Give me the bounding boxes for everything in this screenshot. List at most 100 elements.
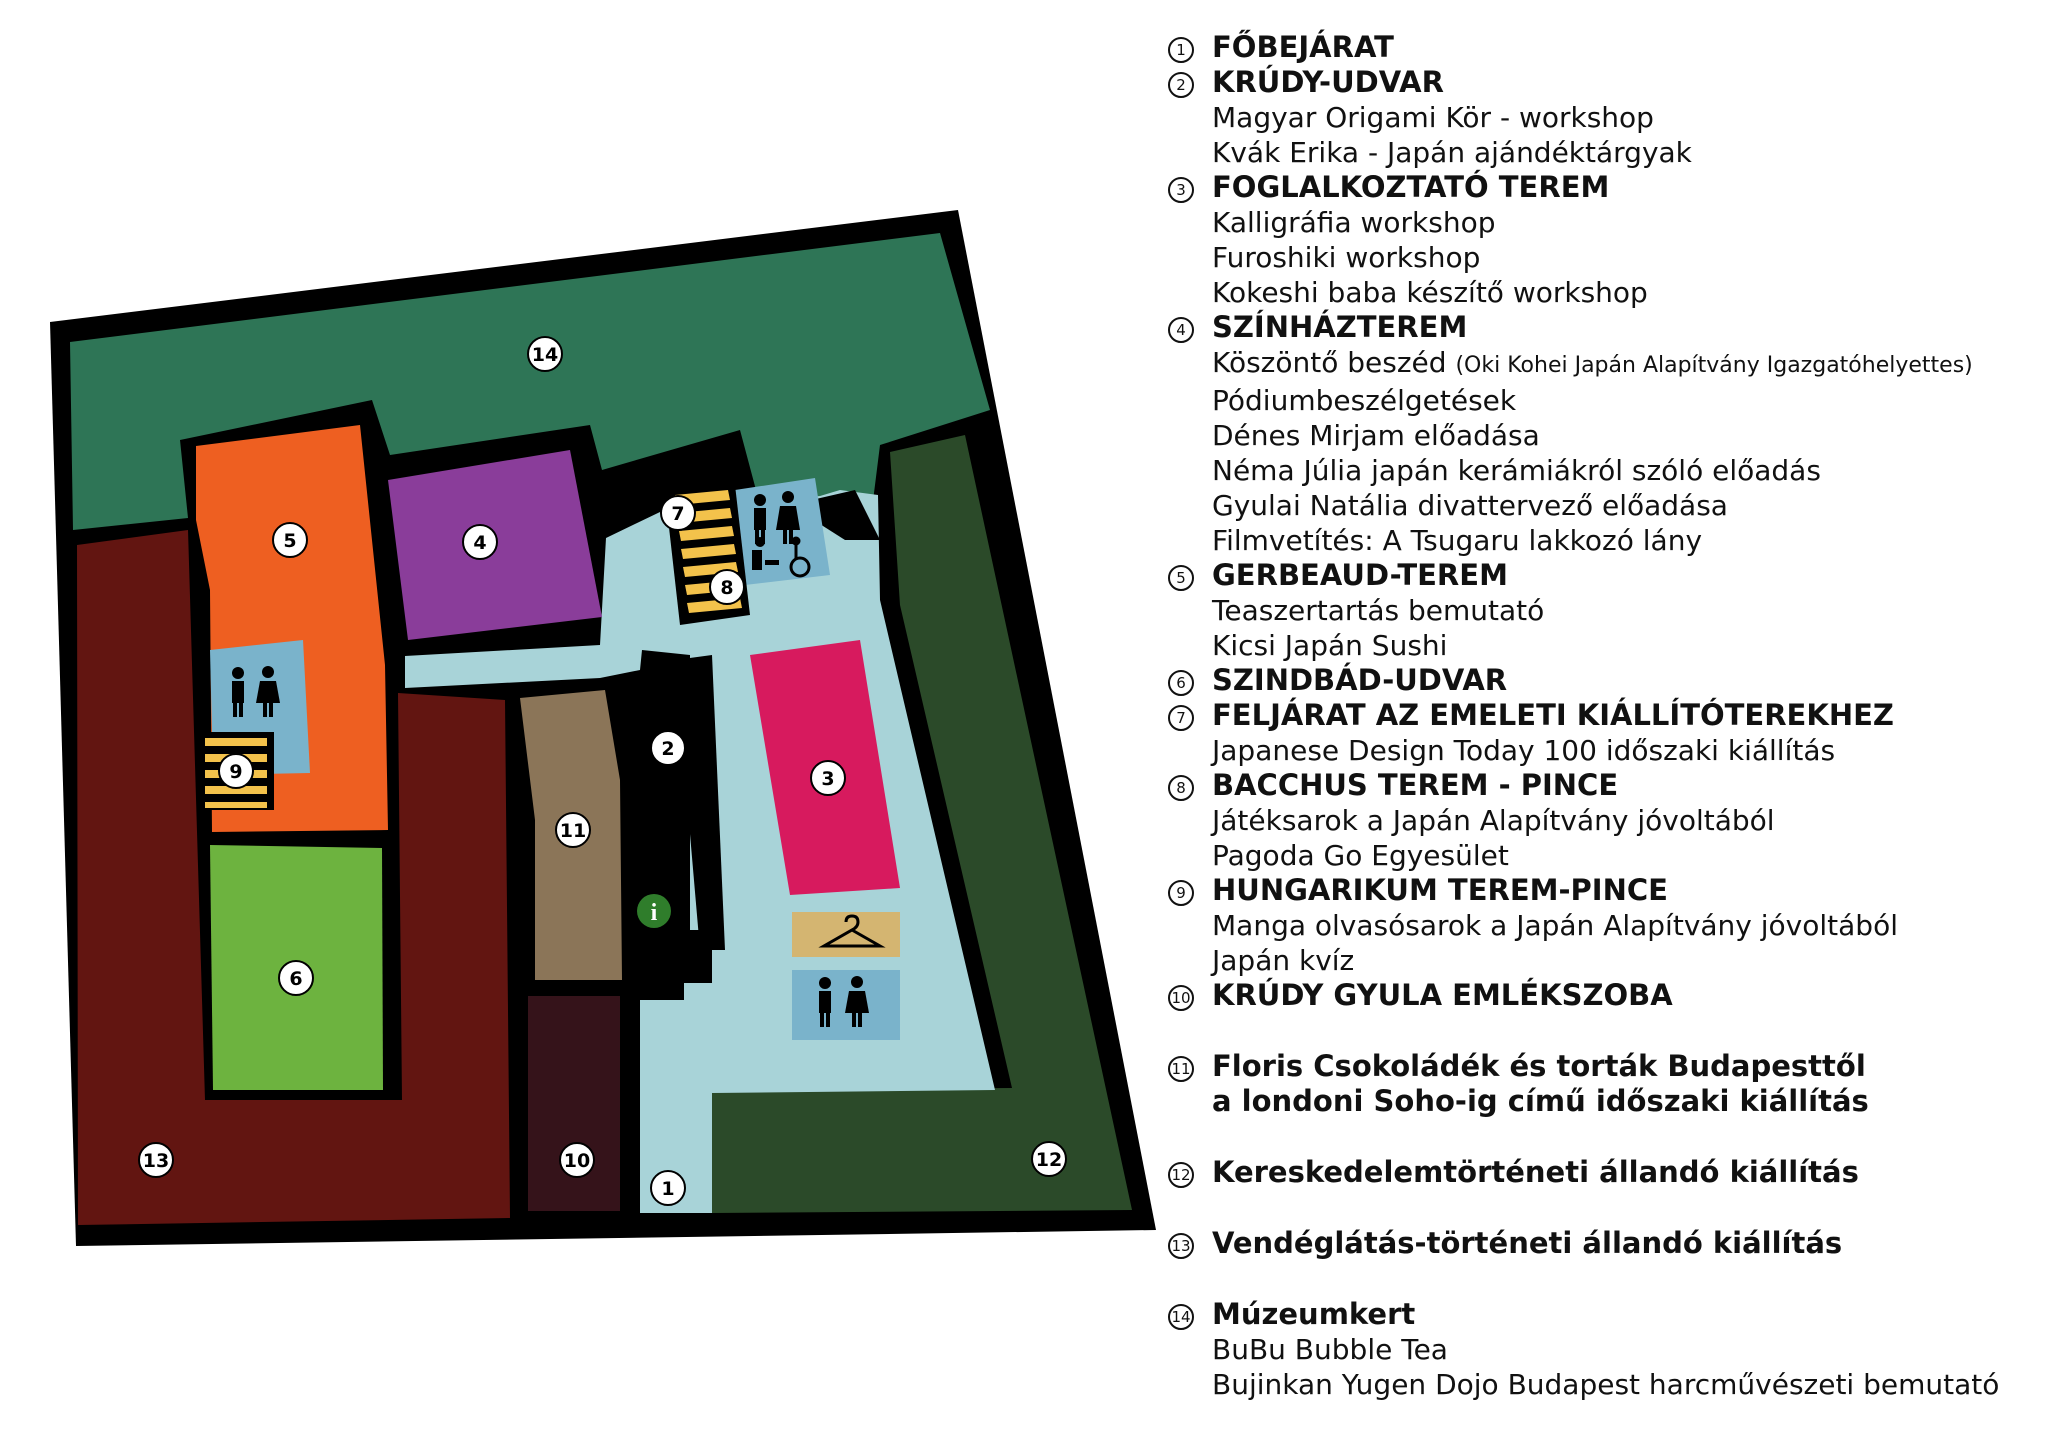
museum-floor-map: i 1 2 3 4 (50, 210, 1156, 1246)
restroom-upper[interactable] (735, 478, 830, 585)
label-9: 9 (218, 753, 254, 789)
legend-line: Pódiumbeszélgetések (1212, 384, 1517, 417)
area-12-commerce-exhibition[interactable] (712, 435, 1132, 1213)
legend-entry-10: 10 KRÚDY GYULA EMLÉKSZOBA (1168, 978, 2038, 1013)
legend-line: Japán kvíz (1212, 944, 1355, 977)
label-8: 8 (709, 569, 745, 605)
info-icon[interactable] (637, 894, 671, 928)
legend-line: Köszöntő beszéd (Oki Kohei Japán Alapítv… (1212, 345, 2038, 383)
legend-line-text: Köszöntő beszéd (1212, 346, 1447, 379)
legend-entry-6: 6 SZINDBÁD-UDVAR (1168, 663, 2038, 698)
svg-text:10: 10 (564, 1150, 590, 1172)
legend-title: FOGLALKOZTATÓ TEREM (1212, 170, 1610, 204)
svg-text:7: 7 (671, 503, 684, 525)
svg-text:5: 5 (283, 530, 296, 552)
legend-line: Játéksarok a Japán Alapítvány jóvoltából (1212, 804, 1775, 837)
legend-number: 1 (1168, 37, 1194, 63)
legend-entry-5: 5 GERBEAUD-TEREM Teaszertartás bemutató … (1168, 558, 2038, 663)
label-1: 1 (650, 1170, 686, 1206)
svg-text:6: 6 (289, 968, 302, 990)
legend-line-note: (Oki Kohei Japán Alapítvány Igazgatóhely… (1455, 353, 1973, 378)
legend-line: Gyulai Natália divattervező előadása (1212, 489, 1728, 522)
legend-entry-7: 7 FELJÁRAT AZ EMELETI KIÁLLÍTÓTEREKHEZ J… (1168, 698, 2038, 768)
legend-line: Bujinkan Yugen Dojo Budapest harcművésze… (1212, 1368, 2000, 1401)
label-13: 13 (138, 1142, 174, 1178)
label-5: 5 (272, 522, 308, 558)
restroom-lower[interactable] (792, 970, 900, 1040)
svg-text:12: 12 (1036, 1149, 1062, 1171)
baby-changing-icon (752, 537, 779, 570)
label-6: 6 (278, 960, 314, 996)
legend-line: Dénes Mirjam előadása (1212, 419, 1540, 452)
legend-number: 12 (1168, 1162, 1194, 1188)
legend-number: 9 (1168, 880, 1194, 906)
legend-entry-11: 11 Floris Csokoládék és torták Budapestt… (1168, 1049, 2038, 1119)
legend-number: 3 (1168, 177, 1194, 203)
svg-text:8: 8 (720, 577, 733, 599)
map-legend: 1 FŐBEJÁRAT 2 KRÚDY-UDVAR Magyar Origami… (1168, 30, 2038, 1402)
label-10: 10 (559, 1142, 595, 1178)
legend-title: FELJÁRAT AZ EMELETI KIÁLLÍTÓTEREKHEZ (1212, 698, 1894, 732)
legend-title: Floris Csokoládék és torták Budapesttől (1212, 1049, 1866, 1083)
legend-number: 13 (1168, 1233, 1194, 1259)
legend-line: Néma Júlia japán kerámiákról szóló előad… (1212, 454, 1821, 487)
legend-entry-8: 8 BACCHUS TEREM - PINCE Játéksarok a Jap… (1168, 768, 2038, 873)
area-13-catering-exhibition[interactable] (77, 530, 510, 1225)
legend-number: 6 (1168, 670, 1194, 696)
svg-text:i: i (651, 900, 658, 926)
restroom-icon (754, 491, 800, 544)
legend-line: Filmvetítés: A Tsugaru lakkozó lány (1212, 524, 1703, 557)
label-7: 7 (660, 495, 696, 531)
label-14: 14 (527, 336, 563, 372)
legend-title: FŐBEJÁRAT (1212, 30, 1394, 64)
legend-title: Kereskedelemtörténeti állandó kiállítás (1212, 1155, 1859, 1189)
wheelchair-icon (789, 536, 811, 578)
svg-text:13: 13 (143, 1150, 169, 1172)
restroom-icon (232, 666, 280, 717)
legend-number: 4 (1168, 317, 1194, 343)
legend-line: Manga olvasósarok a Japán Alapítvány jóv… (1212, 909, 1898, 942)
legend-number: 2 (1168, 72, 1194, 98)
legend-entry-14: 14 Múzeumkert BuBu Bubble Tea Bujinkan Y… (1168, 1297, 2038, 1402)
legend-number: 7 (1168, 705, 1194, 731)
legend-line: Kicsi Japán Sushi (1212, 629, 1448, 662)
restroom-icon (819, 976, 869, 1027)
legend-title: HUNGARIKUM TEREM-PINCE (1212, 873, 1668, 907)
legend-title: SZÍNHÁZTEREM (1212, 310, 1468, 344)
map-labels: 1 2 3 4 5 6 7 8 9 10 11 12 13 14 (138, 336, 1067, 1206)
area-14-museum-garden[interactable] (70, 233, 990, 530)
legend-line: Furoshiki workshop (1212, 241, 1481, 274)
cloakroom-hanger-icon (818, 914, 886, 948)
corridor-wall (675, 655, 725, 950)
legend-entry-4: 4 SZÍNHÁZTEREM Köszöntő beszéd (Oki Kohe… (1168, 310, 2038, 558)
svg-text:3: 3 (821, 768, 834, 790)
label-11: 11 (555, 812, 591, 848)
svg-text:9: 9 (229, 761, 242, 783)
svg-text:11: 11 (560, 820, 586, 842)
label-4: 4 (462, 524, 498, 560)
legend-line: Japanese Design Today 100 időszaki kiáll… (1212, 734, 1836, 767)
legend-title: SZINDBÁD-UDVAR (1212, 663, 1508, 697)
svg-text:14: 14 (532, 344, 558, 366)
legend-entry-3: 3 FOGLALKOZTATÓ TEREM Kalligráfia worksh… (1168, 170, 2038, 310)
area-10-krudy-memorial-room[interactable] (528, 996, 620, 1211)
legend-entry-2: 2 KRÚDY-UDVAR Magyar Origami Kör - works… (1168, 65, 2038, 170)
legend-line: Kvák Erika - Japán ajándéktárgyak (1212, 136, 1692, 169)
legend-title: GERBEAUD-TEREM (1212, 558, 1508, 592)
legend-line: Kokeshi baba készítő workshop (1212, 276, 1648, 309)
label-3: 3 (810, 760, 846, 796)
legend-title: KRÚDY GYULA EMLÉKSZOBA (1212, 978, 1673, 1012)
legend-entry-9: 9 HUNGARIKUM TEREM-PINCE Manga olvasósar… (1168, 873, 2038, 978)
svg-text:4: 4 (473, 532, 486, 554)
legend-entry-12: 12 Kereskedelemtörténeti állandó kiállít… (1168, 1155, 2038, 1190)
legend-line: Teaszertartás bemutató (1212, 594, 1545, 627)
legend-line: Pagoda Go Egyesület (1212, 839, 1509, 872)
legend-line: Kalligráfia workshop (1212, 206, 1496, 239)
legend-number: 10 (1168, 985, 1194, 1011)
label-2: 2 (650, 730, 686, 766)
legend-number: 14 (1168, 1304, 1194, 1330)
legend-title: Vendéglátás-történeti állandó kiállítás (1212, 1226, 1843, 1260)
legend-entry-13: 13 Vendéglátás-történeti állandó kiállít… (1168, 1226, 2038, 1261)
legend-number: 5 (1168, 565, 1194, 591)
legend-line: BuBu Bubble Tea (1212, 1333, 1448, 1366)
